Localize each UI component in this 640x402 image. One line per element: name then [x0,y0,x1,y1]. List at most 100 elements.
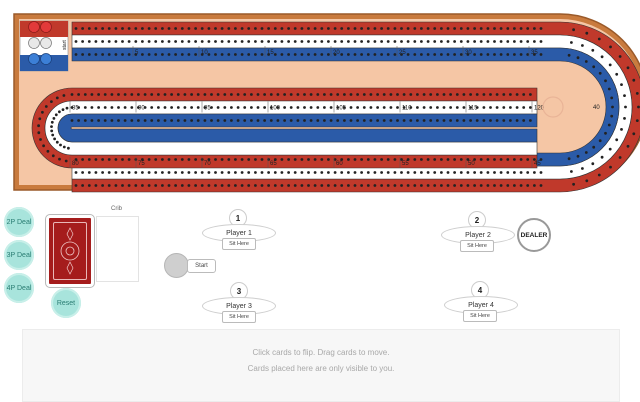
player2-sit-button[interactable]: Sit Here [460,240,494,252]
peg-hole [200,40,204,43]
peg-hole [50,125,53,128]
peg-hole [247,158,251,161]
peg-hole [499,171,503,174]
player1-sit-button[interactable]: Sit Here [222,238,256,250]
peg-hole [176,119,180,122]
peg-hole [176,106,180,109]
peg-hole [46,149,50,153]
peg-hole [623,94,626,97]
player4-sit-button[interactable]: Sit Here [463,310,497,322]
peg-hole [220,158,224,161]
peg-hole [81,27,84,30]
peg-hole [382,106,386,109]
peg-hole [400,40,403,43]
peg-hole [130,93,134,96]
peg-hole [303,119,306,122]
peg-hole [406,171,410,174]
peg-hole [618,156,622,159]
peg-hole [194,27,198,30]
player3-sit-button[interactable]: Sit Here [222,311,256,323]
private-hand-area[interactable]: Click cards to flip. Drag cards to move.… [22,329,620,402]
pegs[interactable] [28,21,52,65]
peg-hole [313,171,317,174]
peg-hole [449,119,452,122]
peg-hole [114,40,118,43]
peg-hole [591,48,595,52]
peg-hole [256,106,260,109]
reset-button[interactable]: Reset [51,288,81,318]
peg-hole [608,63,612,67]
peg-hole [55,96,59,100]
peg-hole [459,27,463,30]
peg-hole [349,93,353,96]
peg-hole [214,158,217,161]
peg-hole [114,27,118,30]
peg-hole [273,53,277,56]
peg-hole [416,106,419,109]
peg-hole [196,106,200,109]
peg-hole [293,53,297,56]
peg-hole [300,171,304,174]
start-button[interactable]: Start [187,259,216,273]
blue-peg[interactable] [40,53,52,65]
peg-hole [313,40,317,43]
peg-hole [400,27,403,30]
peg-hole [194,171,198,174]
peg-hole [64,159,68,163]
peg-hole [369,119,373,122]
peg-hole [170,106,174,109]
peg-hole [459,171,463,174]
crib-area[interactable] [96,216,139,282]
peg-hole [360,53,363,56]
peg-hole [101,40,104,43]
deal-3p-button[interactable]: 3P Deal [4,240,34,270]
peg-hole [296,106,300,109]
deal-2p-button[interactable]: 2P Deal [4,207,34,237]
track-number: 35 [531,50,538,56]
peg-hole [615,138,619,142]
blue-peg[interactable] [28,53,40,65]
peg-hole [347,158,350,161]
peg-hole [466,40,470,43]
peg-hole [320,27,324,30]
peg-hole [107,158,111,161]
peg-hole [123,119,127,122]
peg-hole [420,27,423,30]
white-peg[interactable] [40,37,52,49]
peg-hole [620,127,623,131]
peg-hole [214,40,217,43]
peg-hole [121,158,124,161]
deal-4p-button[interactable]: 4P Deal [4,273,34,303]
peg-hole [509,93,512,96]
peg-hole [176,93,180,96]
peg-hole [610,114,614,118]
peg-hole [300,40,304,43]
red-peg[interactable] [40,21,52,33]
peg-hole [486,27,490,30]
peg-hole [449,106,452,109]
peg-hole [200,171,204,174]
peg-hole [240,53,244,56]
peg-hole [366,171,370,174]
peg-hole [220,171,224,174]
card-deck[interactable] [46,215,94,287]
red-peg[interactable] [28,21,40,33]
peg-hole [254,171,257,174]
peg-hole [409,119,413,122]
peg-hole [174,158,178,161]
peg-hole [413,158,417,161]
peg-hole [396,93,399,96]
peg-hole [393,27,397,30]
peg-hole [402,93,406,96]
peg-hole [462,119,466,122]
crib-label: Crib [111,206,123,212]
peg-hole [44,105,48,108]
peg-hole [585,31,589,35]
peg-hole [459,184,463,187]
peg-hole [74,184,78,187]
white-peg[interactable] [28,37,40,49]
peg-hole [127,158,131,161]
peg-hole [58,110,61,114]
track-number: 65 [270,161,277,167]
peg-hole [592,65,596,69]
